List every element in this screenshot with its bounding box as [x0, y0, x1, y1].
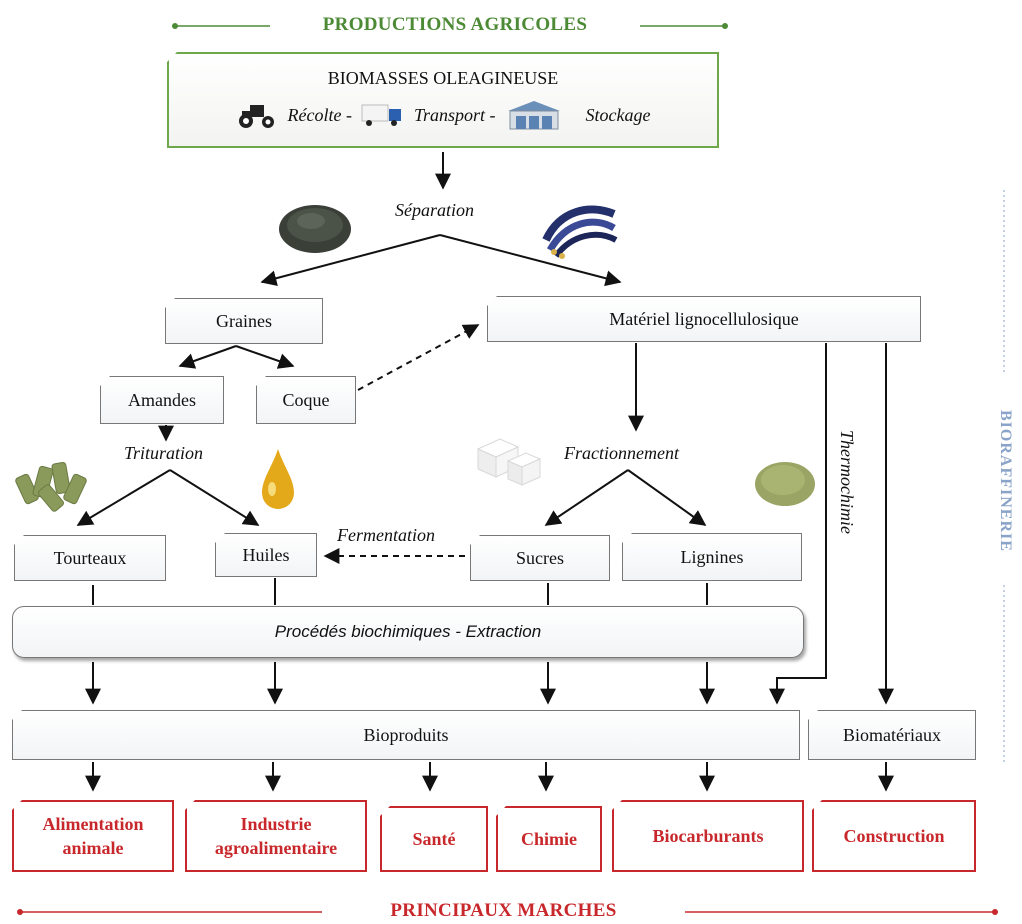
market-alimentation-line2: animale	[62, 838, 124, 858]
trituration-label: Trituration	[124, 443, 204, 463]
market-industrie-agroalimentaire: Industrie agroalimentaire	[185, 800, 367, 872]
market-construction: Construction	[812, 800, 976, 872]
transport-label: Transport -	[413, 104, 496, 125]
fermentation-label: Fermentation	[337, 525, 435, 545]
market-alimentation-line1: Alimentation	[42, 813, 144, 834]
market-sante: Santé	[380, 806, 488, 872]
separation-label: Séparation	[395, 200, 474, 220]
node-procedes-biochimiques: Procédés biochimiques - Extraction	[12, 606, 804, 658]
node-biomateriaux: Biomatériaux	[808, 710, 976, 760]
node-amandes: Amandes	[100, 376, 224, 424]
market-chimie: Chimie	[496, 806, 602, 872]
oil-drop-image	[262, 449, 294, 509]
fractionnement-label: Fractionnement	[564, 443, 679, 463]
biomass-title: BIOMASSES OLEAGINEUSE	[327, 68, 559, 88]
biomass-box: BIOMASSES OLEAGINEUSE Récolte - Transpor…	[167, 52, 719, 148]
node-lignines: Lignines	[622, 533, 802, 581]
market-biocarburants: Biocarburants	[612, 800, 804, 872]
node-bioproduits: Bioproduits	[12, 710, 800, 760]
thermochimie-label: Thermochimie	[837, 430, 857, 534]
pellets-image	[15, 461, 87, 512]
market-industrie-line2: agroalimentaire	[214, 838, 338, 858]
node-coque: Coque	[256, 376, 356, 424]
footer-title: PRINCIPAUX MARCHES	[390, 900, 617, 921]
node-materiel-lignocellulosique: Matériel lignocellulosique	[487, 296, 921, 342]
fibers-image	[542, 205, 618, 259]
market-industrie-line1: Industrie	[240, 813, 312, 834]
sugar-cubes-image	[476, 438, 542, 486]
warehouse-icon	[507, 101, 560, 130]
header-title: PRODUCTIONS AGRICOLES	[322, 14, 588, 35]
recolte-label: Récolte -	[287, 104, 352, 125]
node-tourteaux: Tourteaux	[14, 535, 166, 581]
seeds-image	[279, 205, 351, 253]
lignin-powder-image	[755, 462, 815, 506]
node-sucres: Sucres	[470, 535, 610, 581]
tractor-icon	[238, 105, 274, 128]
biorafinerie-label: BIORAFFINERIE	[997, 409, 1014, 552]
market-alimentation-animale: Alimentation animale	[12, 800, 174, 872]
node-huiles: Huiles	[215, 533, 317, 577]
truck-icon	[361, 104, 401, 126]
stockage-label: Stockage	[585, 104, 651, 125]
node-graines: Graines	[165, 298, 323, 344]
